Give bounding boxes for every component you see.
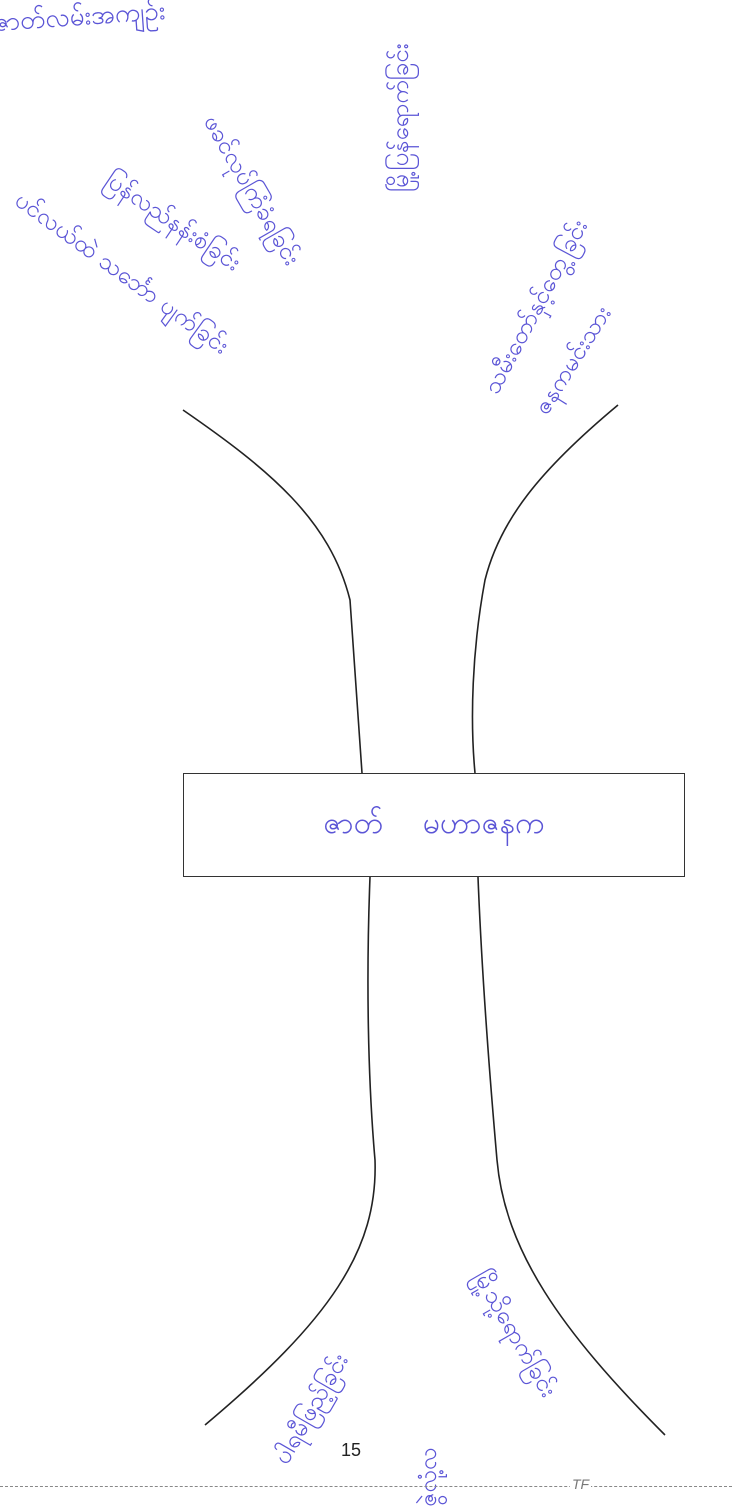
root-label-2: ဇွဲလုံ့လ [416,1448,440,1507]
root-left-line [205,877,375,1425]
branch-label-4: မြို့ပြန်ရောက်ခြင်း [388,43,412,192]
center-title-box: ဇာတ် မဟာဇနက [183,773,685,877]
trunk-left-line [183,410,362,773]
trunk-right-line [472,405,618,773]
footer-dashed-rule [0,1486,732,1487]
center-title-right: မဟာဇနက [423,803,545,848]
center-title-left: ဇာတ် [324,803,383,848]
footer-mark: TF [570,1476,591,1492]
root-right-line [478,877,665,1435]
page-number: 15 [341,1440,361,1461]
